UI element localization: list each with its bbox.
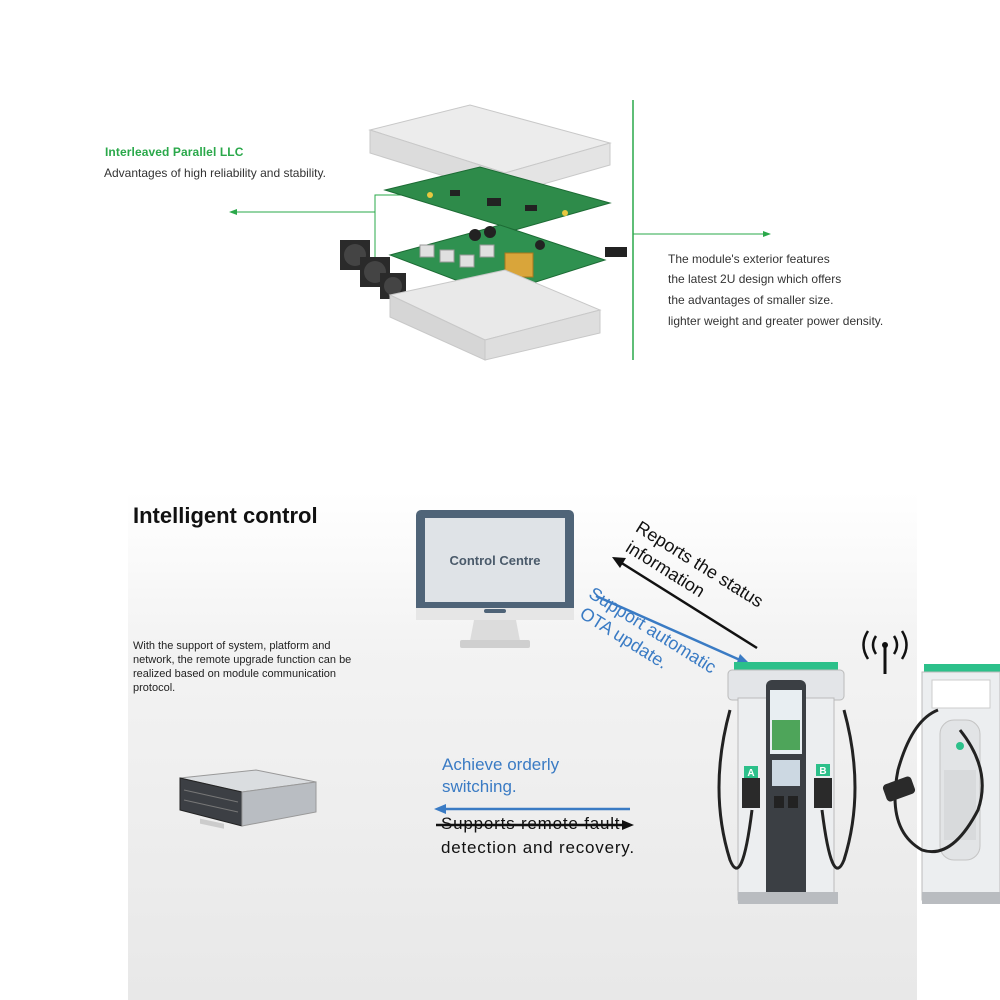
switching-line-2: switching. — [442, 777, 517, 796]
gun-a-holster — [742, 778, 760, 808]
module-text-line-2: the latest 2U design which offers — [668, 272, 842, 286]
module-text-line-4: lighter weight and greater power density… — [668, 314, 884, 328]
single-cable — [893, 708, 984, 854]
dual-gun-charger: A B — [717, 662, 857, 904]
fault-detection-text: Supports remote fault detection and reco… — [441, 812, 635, 860]
single-gun-charger — [882, 664, 1000, 904]
llc-title: Interleaved Parallel LLC — [105, 145, 244, 159]
intelligent-control-title: Intelligent control — [133, 503, 318, 528]
gun-a-badge — [744, 766, 758, 778]
switching-line-1: Achieve orderly — [442, 755, 560, 774]
rack-power-unit — [179, 769, 317, 829]
module-text-line-1: The module's exterior features — [668, 252, 830, 266]
monitor-screen — [425, 518, 565, 602]
connector — [605, 247, 627, 257]
gun-b-label: B — [819, 766, 826, 777]
control-centre-monitor: Control Centre — [416, 510, 574, 648]
single-gun-plug — [882, 776, 916, 802]
cable-a — [717, 709, 754, 870]
monitor-stand — [470, 620, 520, 641]
fault-line-2: detection and recovery. — [441, 838, 635, 857]
left-guide-arrowhead — [229, 209, 237, 215]
monitor-base — [460, 640, 530, 648]
horizontal-arrows — [434, 804, 634, 830]
exploded-module-illustration — [229, 100, 771, 361]
orderly-switching-text: Achieve orderly switching. — [442, 754, 559, 798]
power-module-section: Interleaved Parallel LLC Advantages of h… — [0, 0, 1000, 420]
fault-arrowhead — [622, 820, 634, 830]
llc-description: Advantages of high reliability and stabi… — [104, 166, 326, 180]
fault-line-1: Supports remote fault — [441, 814, 621, 833]
charger-green-top — [734, 662, 838, 672]
monitor-label: Control Centre — [450, 553, 541, 568]
module-text-line-3: the advantages of smaller size. — [668, 293, 834, 307]
gun-a-label: A — [747, 768, 754, 779]
switching-arrowhead — [434, 804, 446, 814]
ota-arrow — [595, 594, 741, 662]
gun-b-holster — [814, 778, 832, 808]
gun-b-badge — [816, 764, 830, 776]
reports-arrowhead — [612, 557, 626, 568]
charger-info-screen — [772, 760, 800, 786]
reports-arrow — [619, 560, 758, 650]
wireless-signal-icon — [862, 630, 908, 674]
right-guide-arrowhead — [763, 231, 771, 237]
cable-b — [820, 709, 857, 870]
remote-upgrade-description: With the support of system, platform and… — [133, 640, 352, 694]
